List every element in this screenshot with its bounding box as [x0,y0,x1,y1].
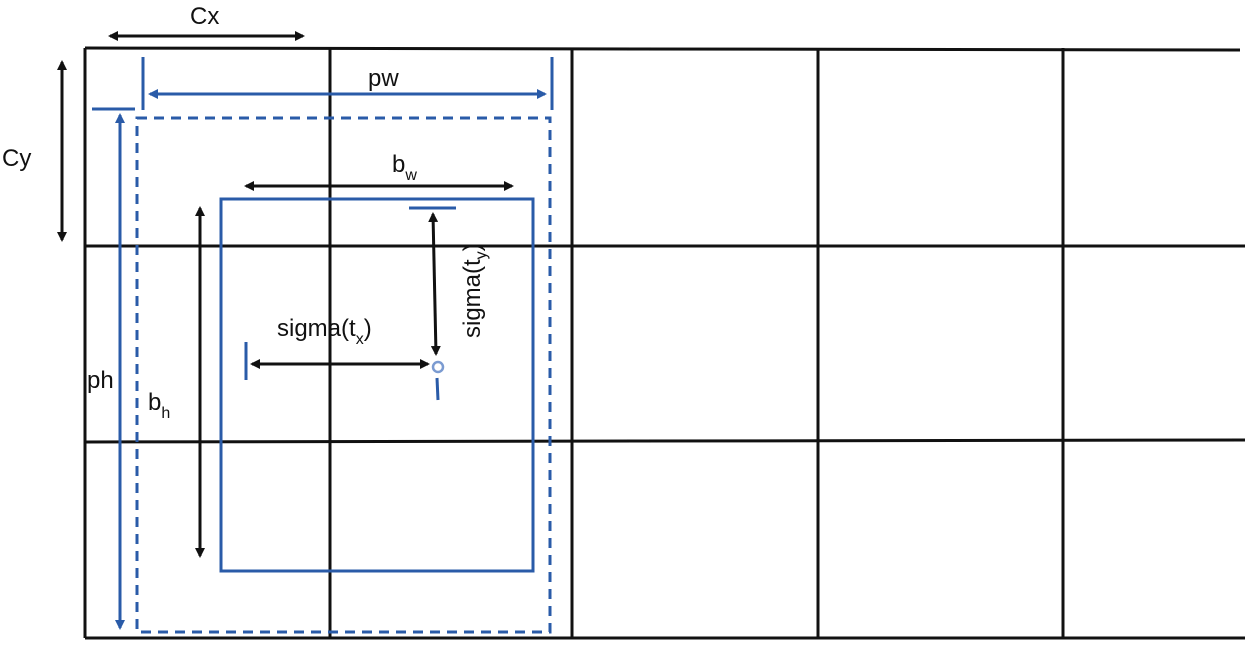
grid [83,46,1246,640]
cy-label: Cy [2,145,31,172]
grid-line-row-2 [84,438,1246,444]
sigma-tx-label: sigma(tx) [277,315,372,348]
ph-label: ph [87,367,114,394]
box-center-point [431,360,445,374]
sigma-ty-arrow [428,212,441,356]
cx-label: Cx [190,3,219,30]
pw-label: pw [368,65,399,92]
bh-label: bh [148,389,170,422]
bw-label: bw [392,151,417,184]
grid-line-top [84,46,1241,52]
sigma-ty-label: sigma(ty) [459,243,490,338]
center-tick [435,377,440,401]
predicted-box [219,197,535,573]
anchor-box-dashed [135,116,552,634]
